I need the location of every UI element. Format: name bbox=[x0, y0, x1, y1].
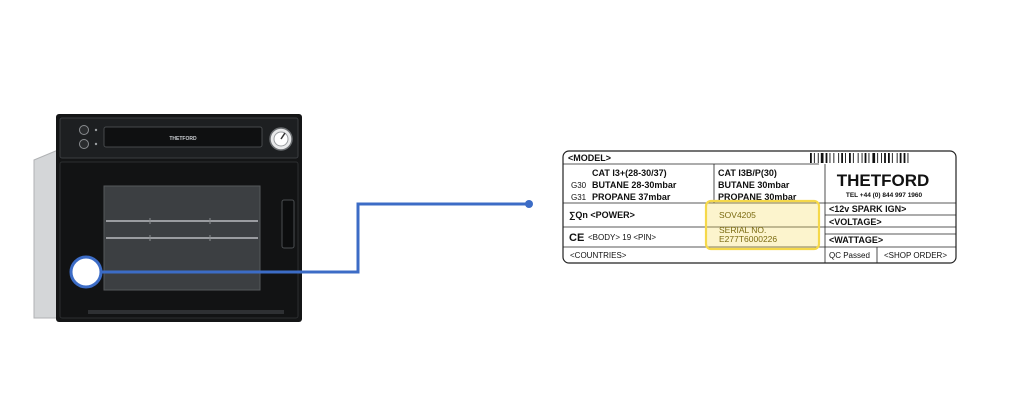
label-body-pin: <BODY> 19 <PIN> bbox=[588, 233, 656, 242]
oven-indicator-dot bbox=[94, 142, 98, 146]
label-g31-code: G31 bbox=[571, 193, 587, 202]
connector-end-dot bbox=[525, 200, 533, 208]
barcode bbox=[810, 153, 909, 163]
label-serial-title: SERIAL NO. bbox=[719, 225, 766, 235]
label-cat-right-line1: BUTANE 30mbar bbox=[718, 180, 790, 190]
label-g30-text: BUTANE 28-30mbar bbox=[592, 180, 677, 190]
barcode-bar bbox=[891, 153, 893, 163]
barcode-bar bbox=[857, 153, 859, 163]
label-model: <MODEL> bbox=[568, 153, 611, 163]
barcode-bar bbox=[845, 153, 846, 163]
oven-small-knob-top bbox=[79, 125, 89, 135]
barcode-bar bbox=[884, 153, 886, 163]
barcode-bar bbox=[864, 153, 867, 163]
label-cat-right-line2: PROPANE 30mbar bbox=[718, 192, 797, 202]
oven-vent-grille bbox=[103, 126, 263, 148]
label-tel: TEL +44 (0) 844 997 1960 bbox=[846, 192, 923, 199]
oven-main-knob-pointer bbox=[280, 132, 286, 140]
oven-bottom-vent bbox=[88, 310, 284, 314]
label-wattage: <WATTAGE> bbox=[829, 235, 883, 245]
barcode-bar bbox=[881, 153, 882, 163]
barcode-bar bbox=[868, 153, 870, 163]
label-countries: <COUNTRIES> bbox=[570, 251, 627, 260]
barcode-bar bbox=[899, 153, 902, 163]
barcode-bar bbox=[861, 153, 863, 163]
barcode-bar bbox=[817, 153, 819, 163]
oven-indicator-dot bbox=[94, 128, 98, 132]
oven-panel-brand: THETFORD bbox=[169, 136, 197, 142]
barcode-bar bbox=[888, 153, 890, 163]
barcode-bar bbox=[810, 153, 812, 163]
label-qn-power: ∑Qn <POWER> bbox=[569, 210, 635, 220]
rating-label-border bbox=[562, 150, 957, 264]
barcode-bar bbox=[852, 153, 854, 163]
label-cat-left-title: CAT I3+(28-30/37) bbox=[592, 168, 667, 178]
oven-side-panel bbox=[33, 149, 59, 319]
label-ce-mark: CE bbox=[569, 232, 584, 244]
connector-line bbox=[86, 202, 528, 274]
rating-label: <MODEL> CAT I3+(28-30/37) G30 BUTANE 28-… bbox=[562, 150, 957, 264]
barcode-bar bbox=[903, 153, 906, 163]
barcode-bar bbox=[849, 153, 851, 163]
label-cat-right-title: CAT I3B/P(30) bbox=[718, 168, 777, 178]
barcode-bar bbox=[841, 153, 843, 163]
barcode-bar bbox=[838, 153, 840, 163]
barcode-bar bbox=[829, 153, 831, 163]
barcode-bar bbox=[896, 153, 898, 163]
label-qc-passed: QC Passed bbox=[829, 251, 870, 260]
oven-small-knob-bottom bbox=[79, 139, 89, 149]
label-serial-number: E277T6000226 bbox=[719, 234, 777, 244]
label-spark-ign: <12v SPARK IGN> bbox=[829, 204, 906, 214]
label-shop-order: <SHOP ORDER> bbox=[884, 251, 947, 260]
barcode-bar bbox=[872, 153, 876, 163]
connector bbox=[69, 200, 533, 289]
label-model-number: SOV4205 bbox=[719, 210, 756, 220]
barcode-bar bbox=[877, 153, 879, 163]
serial-highlight-box bbox=[704, 199, 821, 251]
oven-door-handle bbox=[281, 199, 295, 249]
barcode-bar bbox=[833, 153, 835, 163]
label-brand-logo: THETFORD bbox=[837, 171, 930, 190]
label-g31-text: PROPANE 37mbar bbox=[592, 192, 671, 202]
barcode-bar bbox=[825, 153, 828, 163]
connector-marker-ring bbox=[69, 255, 103, 289]
label-g30-code: G30 bbox=[571, 181, 587, 190]
label-voltage: <VOLTAGE> bbox=[829, 217, 882, 227]
barcode-bar bbox=[813, 153, 815, 163]
barcode-bar bbox=[907, 153, 909, 163]
barcode-bar bbox=[820, 153, 824, 163]
oven-illustration: THETFORD bbox=[33, 114, 302, 322]
